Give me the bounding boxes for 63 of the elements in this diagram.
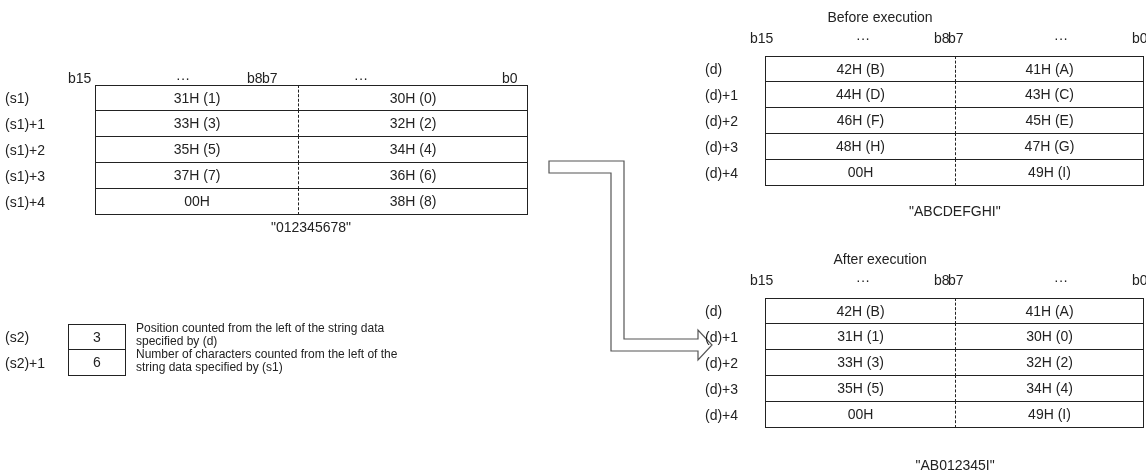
bit-label: ··· [856,272,870,288]
bit-label: ··· [856,30,870,46]
table-cell: 47H (G) [955,133,1144,160]
description-text: Number of characters counted from the left of the string data specified by (s1) [136,348,399,374]
bit-label: ··· [176,70,190,86]
table-cell: 43H (C) [955,81,1144,108]
device-label: (s1)+2 [5,142,46,158]
table-cell: 41H (A) [955,56,1144,82]
device-label: (d) [705,303,723,319]
bit-label: b0 [502,70,518,86]
device-label: (d)+3 [705,139,739,155]
string-caption: "AB012345I" [915,457,995,473]
table-cell: 42H (B) [765,56,955,82]
device-label: (s1)+3 [5,168,46,184]
bit-label: ··· [1054,272,1068,288]
device-label: (s1) [5,90,30,106]
bit-label: b7 [948,30,964,46]
table-cell: 49H (I) [955,401,1144,428]
device-label: (d)+2 [705,113,739,129]
bit-label: b15 [68,70,92,86]
table-cell: 32H (2) [298,110,528,137]
string-caption: "ABCDEFGHI" [909,203,1001,219]
device-label: (d)+3 [705,381,739,397]
bit-label: b8 [247,70,263,86]
string-caption: "012345678" [271,219,351,235]
device-label: (s1)+4 [5,194,46,210]
device-label: (s2)+1 [5,355,46,371]
bit-label: ··· [1054,30,1068,46]
table-cell: 34H (4) [955,375,1144,402]
device-label: (d)+2 [705,355,739,371]
table-cell: 34H (4) [298,136,528,163]
table-cell: 41H (A) [955,298,1144,324]
table-cell: 38H (8) [298,188,528,215]
device-label: (d)+1 [705,87,739,103]
table-cell: 30H (0) [955,323,1144,350]
table-cell: 3 [68,324,126,350]
table-cell: 42H (B) [765,298,955,324]
section-title: After execution [833,251,927,267]
bit-label: b7 [948,272,964,288]
section-title: Before execution [827,9,933,25]
table-cell: 49H (I) [955,159,1144,186]
bit-label: b8 [934,30,950,46]
bit-label: b7 [262,70,278,86]
device-label: (s2) [5,329,30,345]
table-cell: 31H (1) [95,85,298,111]
table-cell: 00H [765,401,955,428]
table-cell: 00H [95,188,298,215]
bit-label: b15 [750,30,774,46]
bit-label: ··· [354,70,368,86]
device-label: (d)+4 [705,407,739,423]
table-cell: 6 [68,349,126,376]
device-label: (d)+1 [705,329,739,345]
table-cell: 00H [765,159,955,186]
device-label: (d) [705,61,723,77]
table-cell: 32H (2) [955,349,1144,376]
table-cell: 36H (6) [298,162,528,189]
device-label: (s1)+1 [5,116,46,132]
table-cell: 45H (E) [955,107,1144,134]
bit-label: b8 [934,272,950,288]
bit-label: b15 [750,272,774,288]
description-text: Position counted from the left of the string data specified by (d) [136,322,386,348]
table-cell: 30H (0) [298,85,528,111]
device-label: (d)+4 [705,165,739,181]
